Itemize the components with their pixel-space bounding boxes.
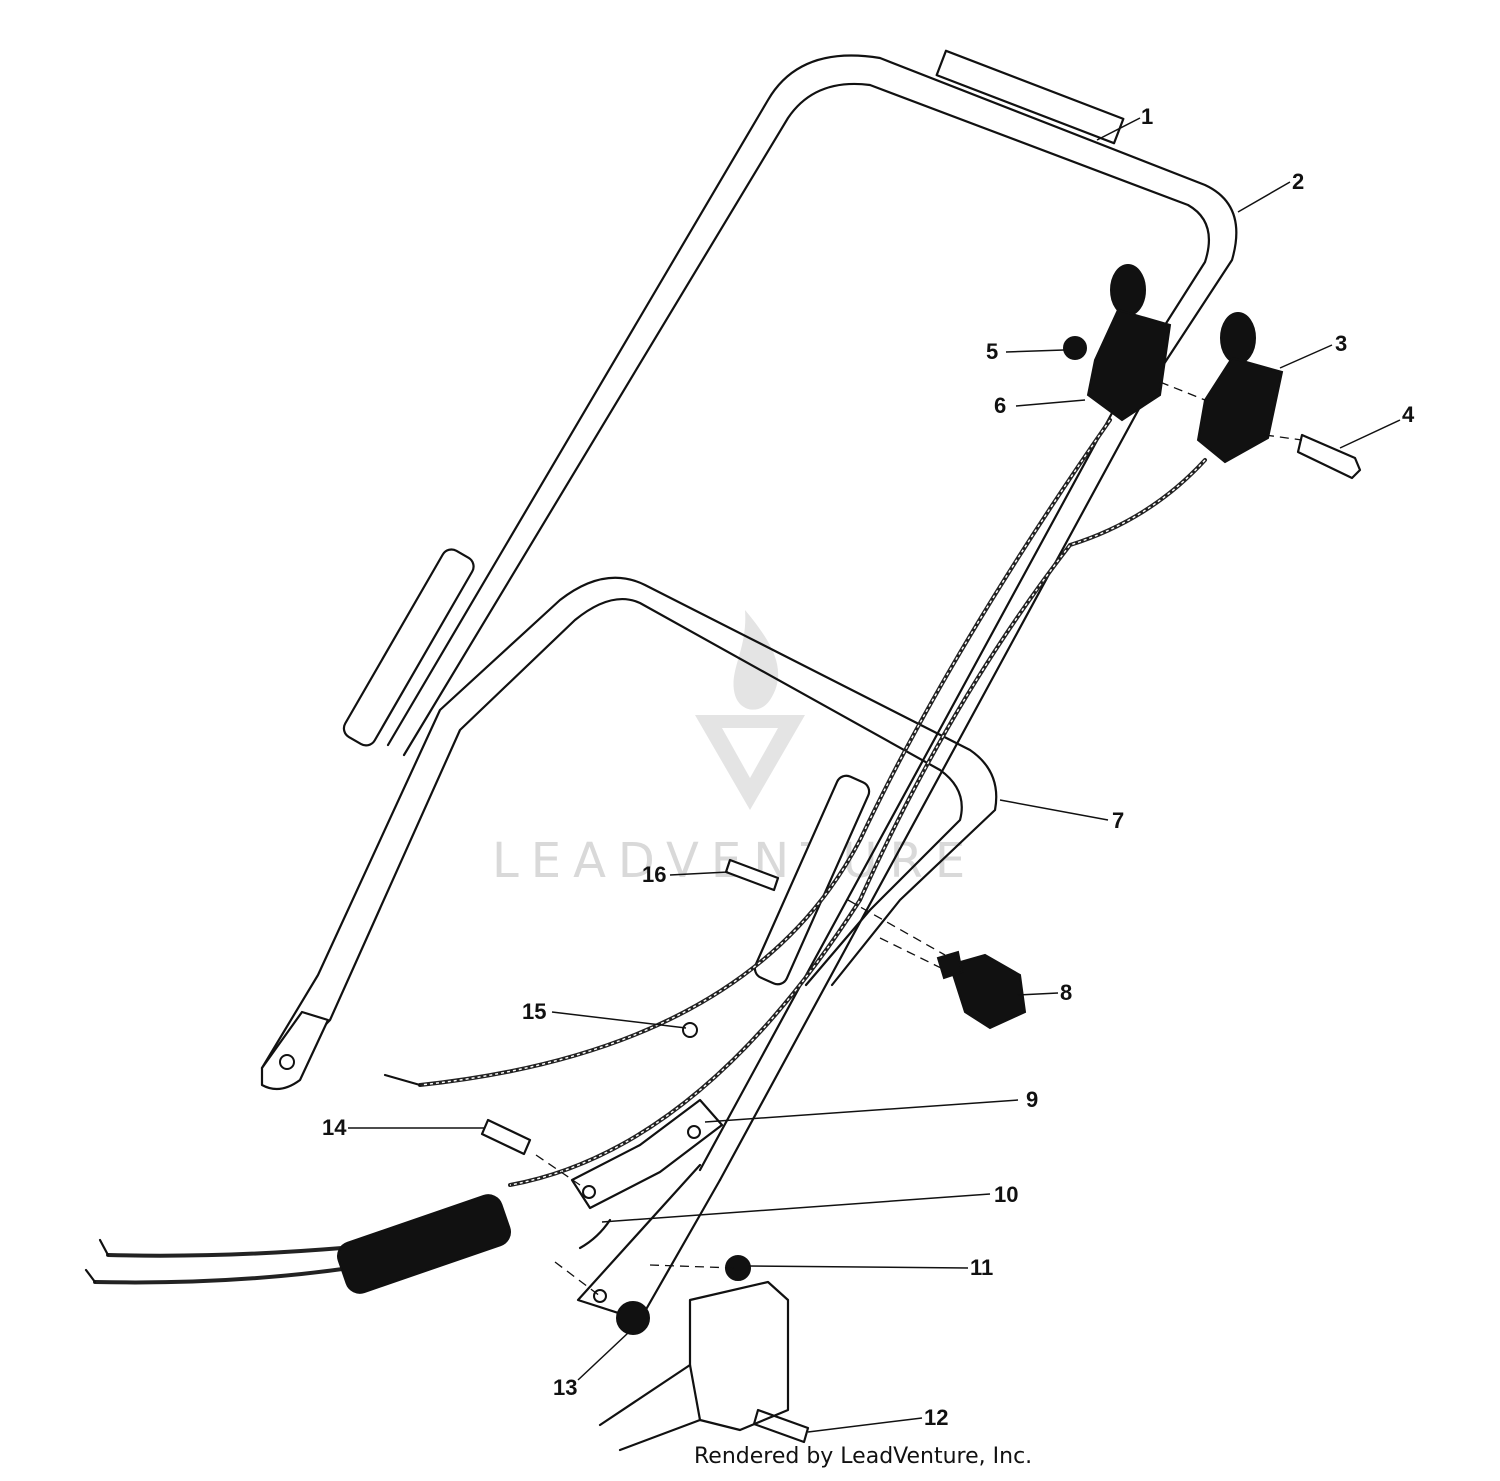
lever-6-body	[1086, 308, 1172, 422]
leader-lines	[348, 117, 1401, 1433]
callout-8: 8	[1060, 980, 1072, 1005]
callout-7: 7	[1112, 808, 1124, 833]
cable-a-end	[383, 1073, 422, 1087]
callout-12: 12	[924, 1405, 948, 1430]
foot-plate-hole	[279, 1054, 295, 1070]
bracket-9-hole-b	[687, 1125, 701, 1139]
upper-handle	[342, 49, 1238, 1322]
callout-10: 10	[994, 1182, 1018, 1207]
cable-c-end	[98, 1238, 110, 1257]
cable-d-end	[84, 1268, 97, 1284]
lower-handle-outer-edge	[260, 576, 998, 1070]
callout-3: 3	[1335, 331, 1347, 356]
callout-14: 14	[322, 1115, 347, 1140]
callout-16: 16	[642, 862, 666, 887]
callout-6: 6	[994, 393, 1006, 418]
bolt-4	[1296, 433, 1362, 480]
callout-13: 13	[553, 1375, 577, 1400]
bolt-16	[724, 858, 780, 892]
lower-handle	[260, 576, 998, 1091]
callout-15: 15	[522, 999, 546, 1024]
bracket-9-hole-a	[582, 1185, 596, 1199]
knob-8-body	[948, 953, 1027, 1030]
watermark-v-icon	[695, 715, 805, 810]
cable-b	[508, 458, 1207, 1187]
lower-handle-foot-plate	[260, 1010, 330, 1091]
cable-clip-15	[682, 1022, 698, 1038]
cable-sleeve	[337, 1194, 511, 1294]
callout-labels: 1 2 3 4 5 6 7 8 9 10 11 12 13 14 15 16	[322, 104, 1415, 1430]
control-cables	[84, 418, 1207, 1294]
callout-1: 1	[1141, 104, 1153, 129]
lever-6-knob	[1110, 264, 1146, 316]
control-levers	[1063, 264, 1362, 480]
clip-10	[578, 1218, 612, 1250]
bracket-9	[570, 1098, 724, 1210]
lower-handle-inner-edge	[268, 598, 963, 1084]
nut-13	[616, 1301, 650, 1335]
left-bracket	[342, 548, 475, 747]
nut-5	[1063, 336, 1087, 360]
cable-c	[106, 1246, 344, 1258]
grip-sleeve	[935, 49, 1125, 145]
callout-4: 4	[1402, 402, 1415, 427]
upper-handle-inner-edge	[402, 82, 1210, 1172]
assembly-lines	[535, 381, 1303, 1297]
knob-8-stem	[936, 950, 964, 980]
callout-5: 5	[986, 339, 998, 364]
callout-11: 11	[970, 1255, 993, 1280]
bolt-12	[752, 1408, 810, 1444]
screw-14	[480, 1118, 532, 1156]
cable-d	[93, 1266, 352, 1285]
deck-mount-edge	[598, 1363, 702, 1452]
upper-handle-outer-edge	[386, 54, 1238, 1182]
upper-handle-lower-tube	[576, 1163, 722, 1322]
lower-handle-hole	[593, 1289, 607, 1303]
lever-3-body	[1196, 356, 1284, 464]
callout-9: 9	[1026, 1087, 1038, 1112]
deck-mount-outline	[688, 1280, 790, 1432]
deck-mount	[598, 1280, 790, 1452]
render-credit: Rendered by LeadVenture, Inc.	[694, 1444, 1033, 1469]
callout-2: 2	[1292, 169, 1304, 194]
hardware	[480, 858, 810, 1444]
knob-8	[936, 950, 1027, 1030]
lever-3-knob	[1220, 312, 1256, 364]
center-bracket	[753, 774, 871, 986]
